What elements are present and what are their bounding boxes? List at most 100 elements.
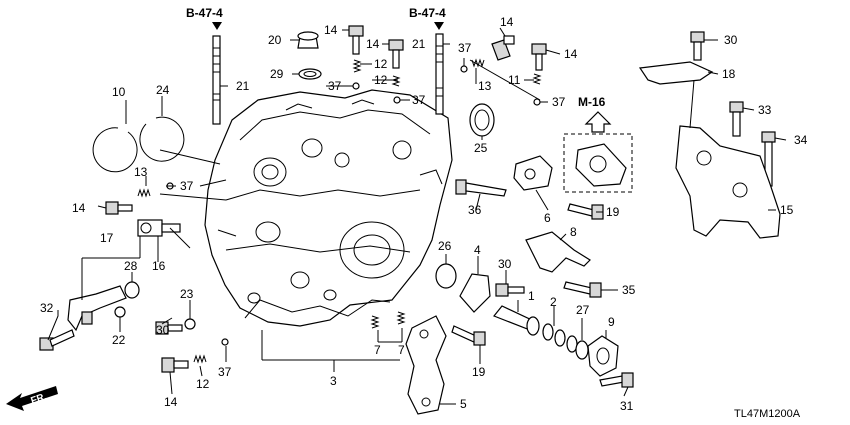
label-14d: 14 xyxy=(564,47,578,61)
bolt-19-bottom xyxy=(451,325,486,346)
bracket-8 xyxy=(525,231,591,273)
label-37b: 37 xyxy=(328,79,342,93)
label-13b: 13 xyxy=(134,165,148,179)
label-19a: 19 xyxy=(606,205,620,219)
ref-b47-right: B-47-4 xyxy=(409,6,446,20)
bolt-30-left xyxy=(155,321,183,335)
spring-12-left xyxy=(193,354,207,364)
leader-lines xyxy=(47,27,787,405)
label-7a: 7 xyxy=(374,343,381,357)
label-15: 15 xyxy=(780,203,794,217)
label-31: 31 xyxy=(620,399,634,413)
label-37c: 37 xyxy=(412,93,426,107)
bolt-32 xyxy=(39,329,75,351)
label-7b: 7 xyxy=(398,343,405,357)
spring-12-b xyxy=(391,75,401,87)
sensor-16 xyxy=(137,219,181,237)
shaft-1 xyxy=(493,305,540,336)
label-14c: 14 xyxy=(500,15,514,29)
label-4: 4 xyxy=(474,243,481,257)
o-ring-27 xyxy=(575,340,589,360)
label-3: 3 xyxy=(330,374,337,388)
bolt-14-bottom-left xyxy=(161,357,189,373)
snap-ring-24 xyxy=(139,116,185,162)
label-32: 32 xyxy=(40,301,54,315)
plug-20 xyxy=(297,31,319,49)
label-18: 18 xyxy=(722,67,736,81)
label-5: 5 xyxy=(460,397,467,411)
cover-5 xyxy=(405,315,447,415)
label-33: 33 xyxy=(758,103,772,117)
diagram-code: TL47M1200A xyxy=(734,408,801,420)
bolt-14-top-left xyxy=(348,25,364,55)
bracket-18 xyxy=(638,61,714,85)
label-26: 26 xyxy=(438,239,452,253)
label-12b: 12 xyxy=(374,73,388,87)
bolt-33 xyxy=(729,101,744,137)
label-22: 22 xyxy=(112,333,126,347)
label-21a: 21 xyxy=(236,79,250,93)
label-10: 10 xyxy=(112,85,126,99)
label-11: 11 xyxy=(508,73,521,87)
spring-11 xyxy=(532,73,542,85)
label-30c: 30 xyxy=(156,323,170,337)
label-2: 2 xyxy=(550,295,557,309)
bolt-30-top xyxy=(690,31,705,61)
label-8: 8 xyxy=(570,225,577,239)
label-19b: 19 xyxy=(472,365,486,379)
label-20: 20 xyxy=(268,33,282,47)
ref-b47-left: B-47-4 xyxy=(186,6,223,20)
label-1: 1 xyxy=(528,289,535,303)
snap-ring-10 xyxy=(92,127,138,173)
o-ring-26 xyxy=(435,263,457,289)
bracket-15 xyxy=(675,125,781,239)
spring-13-left xyxy=(137,188,151,198)
spring-12-a xyxy=(352,59,362,73)
gasket-4 xyxy=(459,273,491,313)
label-30b: 30 xyxy=(498,257,512,271)
label-37e: 37 xyxy=(180,179,194,193)
springs-7 xyxy=(370,311,406,329)
label-17: 17 xyxy=(100,231,114,245)
o-ring-23 xyxy=(184,318,196,330)
label-27: 27 xyxy=(576,303,590,317)
bolt-36 xyxy=(455,179,507,197)
label-30a: 30 xyxy=(724,33,738,47)
label-9: 9 xyxy=(608,315,615,329)
label-37f: 37 xyxy=(218,365,232,379)
label-21b: 21 xyxy=(412,37,426,51)
label-24: 24 xyxy=(156,83,170,97)
transmission-housing xyxy=(204,89,453,327)
front-arrow xyxy=(6,386,58,411)
label-6: 6 xyxy=(544,211,551,225)
o-ring-28 xyxy=(124,281,140,299)
bolt-14-left xyxy=(105,201,133,215)
sensor-6 xyxy=(513,155,553,191)
bolt-14-top-right xyxy=(531,43,547,71)
stud-bolt-21-left xyxy=(212,35,221,125)
label-14f: 14 xyxy=(164,395,178,409)
cover-9 xyxy=(587,335,619,377)
stud-bolt-21-right xyxy=(435,33,444,115)
label-29: 29 xyxy=(270,67,284,81)
part-numbers: 1 2 3 4 5 6 7 7 8 9 10 11 12 12 12 13 13… xyxy=(29,15,807,413)
bolt-31 xyxy=(599,372,634,388)
label-35: 35 xyxy=(622,283,636,297)
sensor-box-m16 xyxy=(563,133,633,193)
ref-arrows xyxy=(212,22,444,30)
label-23: 23 xyxy=(180,287,194,301)
bolt-35 xyxy=(563,281,602,298)
bolt-14-top-mid xyxy=(388,39,404,69)
oil-seal-25 xyxy=(469,103,495,137)
switch-14-top xyxy=(491,35,515,61)
label-37d: 37 xyxy=(552,95,566,109)
label-28: 28 xyxy=(124,259,138,273)
o-ring-29 xyxy=(298,68,322,80)
label-34: 34 xyxy=(794,133,808,147)
o-rings-2 xyxy=(542,323,578,353)
label-14e: 14 xyxy=(72,201,86,215)
label-14a: 14 xyxy=(324,23,338,37)
label-12c: 12 xyxy=(196,377,210,391)
